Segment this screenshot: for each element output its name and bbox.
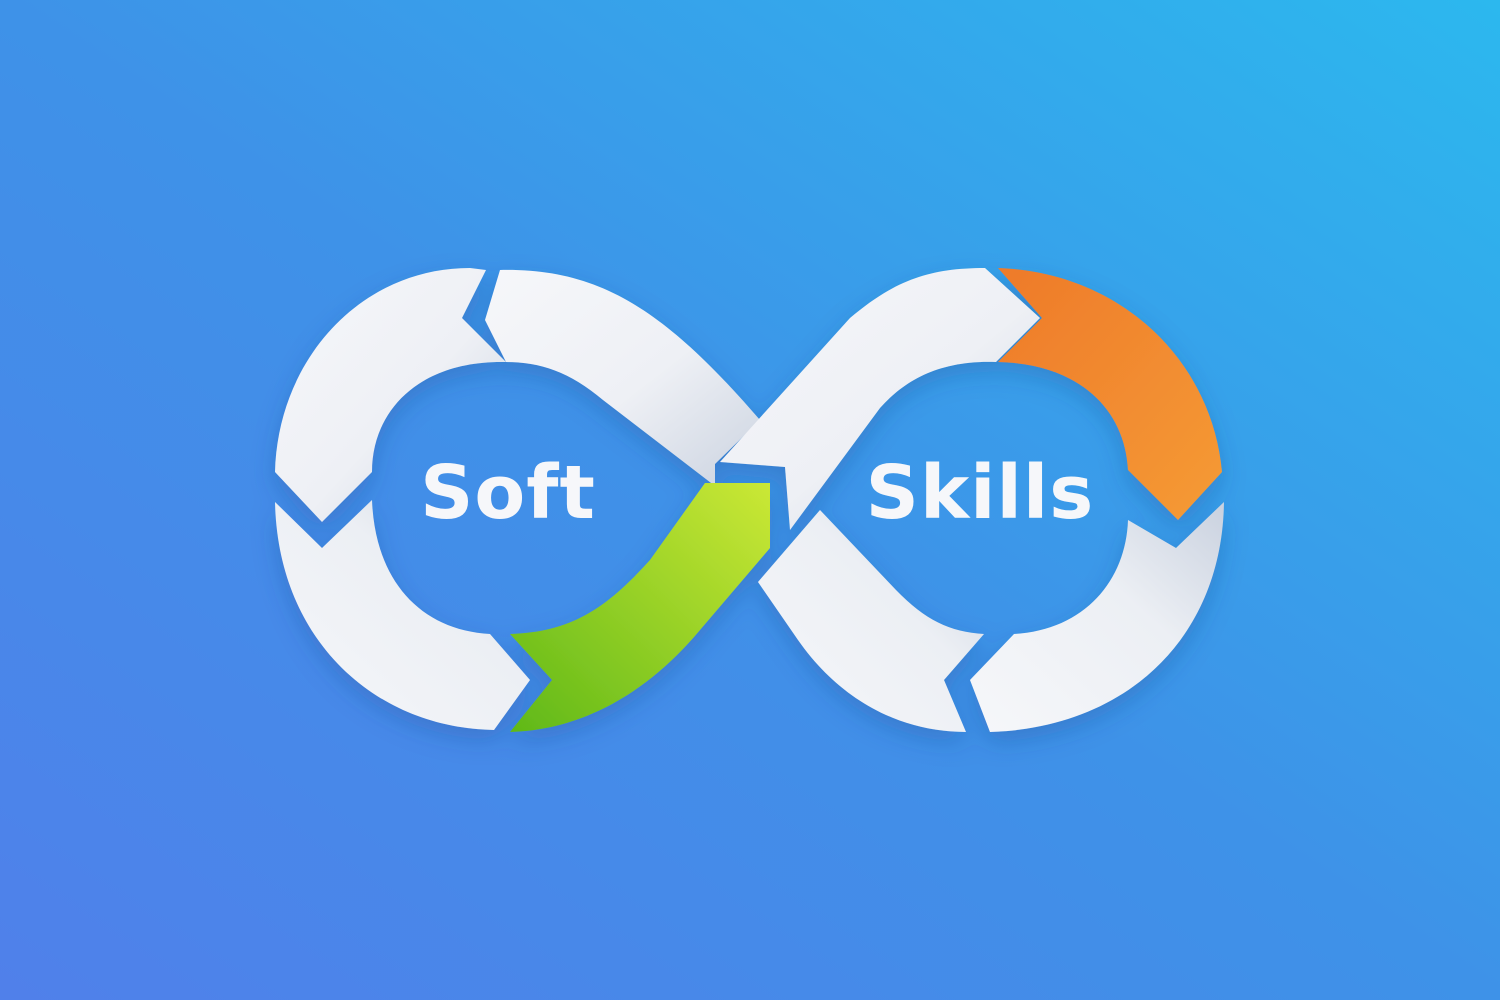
green-arrow-segment-icon [510, 483, 770, 732]
segment-right-top [720, 268, 1040, 530]
right-word-label: Skills [866, 450, 1095, 536]
segment-right-lower [970, 502, 1224, 732]
segment-right-bottom [758, 510, 984, 732]
infinity-left-loop-icon [275, 268, 770, 732]
left-word-label: Soft [420, 450, 596, 536]
segment-left-top [485, 269, 760, 486]
segment-left-upper [275, 268, 506, 522]
infinity-right-loop-icon [720, 268, 1224, 732]
orange-arrow-segment-icon [998, 268, 1222, 520]
segment-left-lower [275, 500, 530, 730]
